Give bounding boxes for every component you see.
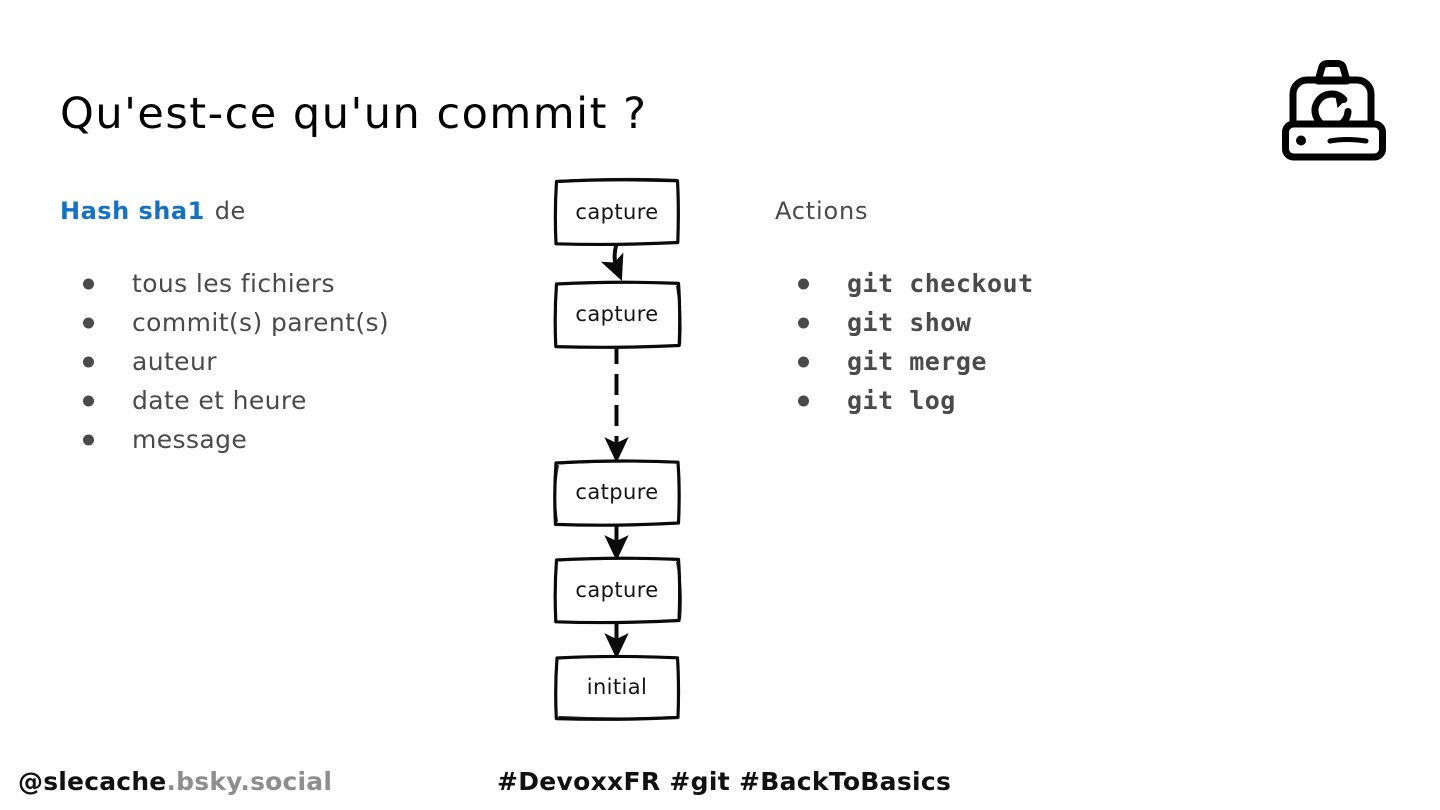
hash-content-column: Hash sha1 de tous les fichiers commit(s) …: [60, 196, 490, 459]
footer-handle: @slecache.bsky.social: [18, 766, 332, 798]
actions-heading: Actions: [775, 197, 869, 225]
list-item-label: commit(s) parent(s): [132, 308, 390, 337]
git-command-label: git merge: [847, 347, 987, 376]
git-command-label: git checkout: [847, 269, 1034, 298]
page-title: Qu'est-ce qu'un commit ?: [60, 89, 648, 139]
commit-node: capture: [553, 280, 682, 349]
commit-node: capture: [553, 177, 680, 247]
list-item: message: [60, 420, 490, 459]
list-item-label: date et heure: [132, 386, 307, 415]
hash-heading-rest: de: [214, 197, 246, 225]
footer-handle-domain: .bsky.social: [166, 767, 333, 796]
list-item: date et heure: [60, 381, 490, 420]
commit-node: capture: [553, 556, 682, 625]
bullet-icon: [83, 356, 94, 367]
list-item: tous les fichiers: [60, 264, 490, 303]
list-item: git merge: [775, 342, 1225, 381]
list-item-label: tous les fichiers: [132, 269, 335, 298]
list-item: git show: [775, 303, 1225, 342]
bullet-icon: [798, 356, 809, 367]
git-commands-list: git checkout git show git merge git log: [775, 264, 1225, 420]
commit-node-label: catpure: [575, 480, 658, 504]
hash-heading: Hash sha1 de: [60, 196, 490, 226]
commit-node: initial: [554, 654, 681, 721]
list-item-label: message: [132, 425, 248, 454]
list-item: git checkout: [775, 264, 1225, 303]
list-item: git log: [775, 381, 1225, 420]
bullet-icon: [798, 317, 809, 328]
bullet-icon: [83, 317, 94, 328]
list-item: auteur: [60, 342, 490, 381]
camera-refresh-icon: [1282, 60, 1386, 161]
list-item: commit(s) parent(s): [60, 303, 490, 342]
bullet-icon: [83, 395, 94, 406]
actions-column: Actions git checkout git show git merge …: [775, 196, 1225, 420]
footer-hashtags: #DevoxxFR #git #BackToBasics: [497, 767, 952, 796]
git-command-label: git show: [847, 308, 972, 337]
connector-solid: [600, 243, 624, 281]
bullet-icon: [83, 278, 94, 289]
commit-node-label: capture: [575, 200, 658, 224]
commit-node: catpure: [553, 459, 681, 527]
commit-node-label: initial: [587, 675, 648, 699]
commit-chain-diagram: capture capture catpure capture: [553, 177, 682, 721]
commit-contents-list: tous les fichiers commit(s) parent(s) au…: [60, 264, 490, 459]
bullet-icon: [798, 278, 809, 289]
bullet-icon: [83, 434, 94, 445]
footer-handle-name: @slecache: [18, 767, 167, 796]
git-command-label: git log: [847, 386, 956, 415]
list-item-label: auteur: [132, 347, 217, 376]
commit-node-label: capture: [575, 578, 658, 602]
bullet-icon: [798, 395, 809, 406]
hash-heading-highlight: Hash sha1: [60, 197, 205, 225]
commit-node-label: capture: [575, 302, 658, 326]
